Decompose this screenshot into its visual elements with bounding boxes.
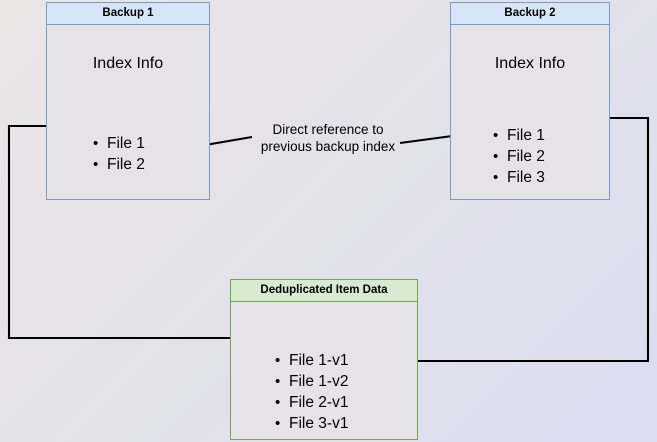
list-item: File 1-v2	[275, 371, 348, 392]
node-deduplicated-item-data-body: File 1-v1 File 1-v2 File 2-v1 File 3-v1	[231, 302, 417, 439]
edge-label-line-1: Direct reference to	[272, 122, 384, 137]
list-item: File 1	[493, 125, 545, 146]
list-item: File 2	[493, 146, 545, 167]
dedup-file-list: File 1-v1 File 1-v2 File 2-v1 File 3-v1	[275, 350, 348, 434]
node-backup-2-body: Index Info File 1 File 2 File 3	[451, 25, 609, 199]
node-deduplicated-item-data[interactable]: Deduplicated Item Data File 1-v1 File 1-…	[230, 279, 418, 440]
edge-label-line-2: previous backup index	[260, 139, 396, 154]
node-backup-1[interactable]: Backup 1 Index Info File 1 File 2	[46, 2, 210, 200]
list-item: File 1	[93, 133, 145, 154]
node-backup-2-title: Index Info	[494, 55, 566, 72]
node-backup-1-body: Index Info File 1 File 2	[47, 25, 209, 199]
node-deduplicated-item-data-header: Deduplicated Item Data	[231, 280, 417, 302]
backup-1-file-list: File 1 File 2	[93, 133, 145, 175]
list-item: File 3-v1	[275, 413, 348, 434]
list-item: File 2	[93, 154, 145, 175]
node-backup-1-header: Backup 1	[47, 3, 209, 25]
edge-label-direct-reference: Direct reference to previous backup inde…	[248, 121, 408, 155]
list-item: File 2-v1	[275, 392, 348, 413]
node-backup-1-title: Index Info	[92, 55, 164, 72]
list-item: File 1-v1	[275, 350, 348, 371]
node-backup-2-header: Backup 2	[451, 3, 609, 25]
backup-2-file-list: File 1 File 2 File 3	[493, 125, 545, 188]
list-item: File 3	[493, 167, 545, 188]
node-backup-2[interactable]: Backup 2 Index Info File 1 File 2 File 3	[450, 2, 610, 200]
